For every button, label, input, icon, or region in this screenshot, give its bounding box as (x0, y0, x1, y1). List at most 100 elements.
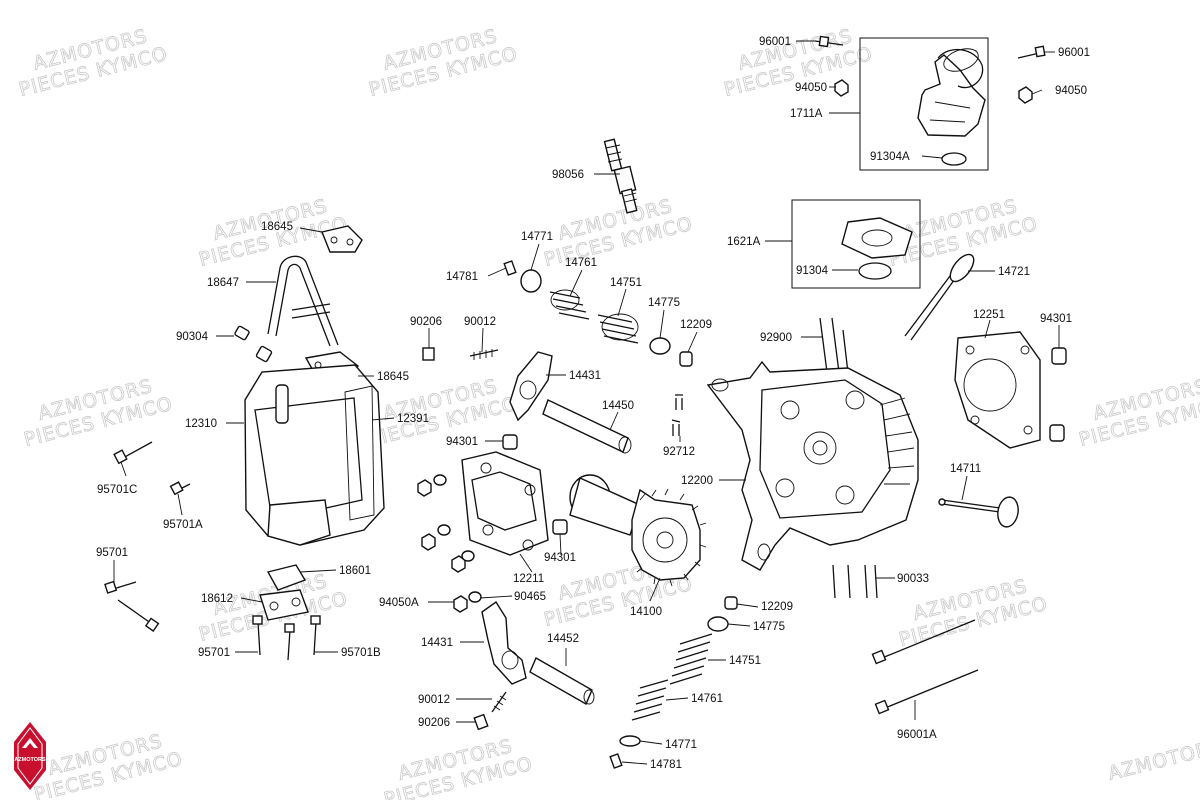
watermark: AZMOTORS PIECES KYMCO (31, 730, 185, 800)
dowel-pin-part (502, 434, 518, 450)
cylinder-head-part (706, 360, 919, 571)
part-label: 14761 (565, 257, 597, 269)
watermark: AZMOTORS PIECES KYMCO (16, 25, 170, 102)
part-label: 90465 (514, 591, 546, 603)
cap-part (234, 325, 250, 341)
nut-part (421, 533, 436, 551)
valve-retainer-part (520, 269, 542, 293)
head-cover-gasket-part (344, 385, 375, 521)
svg-text:AZMOTORS: AZMOTORS (1106, 735, 1200, 785)
bolt-part (169, 481, 191, 496)
part-label: 90033 (897, 573, 929, 585)
part-label: 92712 (663, 446, 695, 458)
part-label: 96001 (1058, 47, 1090, 59)
valve-cotter-part (609, 753, 623, 769)
part-label: 14711 (950, 463, 981, 475)
part-label: 12209 (680, 319, 712, 331)
part-label: 95701 (198, 647, 230, 659)
exhaust-valve-part (938, 496, 1019, 528)
intake-manifold-group-box (859, 37, 989, 171)
part-label: 96001A (897, 729, 937, 741)
valve-cotter-part (503, 260, 517, 276)
rocker-arm-part (509, 351, 553, 422)
part-label: 95701C (97, 484, 137, 496)
bolt-part (113, 441, 153, 465)
part-label: 18645 (377, 371, 409, 383)
part-label: 14761 (691, 693, 723, 705)
part-label: 14452 (547, 633, 579, 645)
spark-plug-part (603, 138, 638, 214)
azmotors-logo: AZMOTORS (14, 722, 46, 790)
part-label: 14431 (569, 370, 601, 382)
oring-gasket-part (941, 152, 967, 166)
part-label: 14775 (753, 621, 785, 633)
part-label: 90012 (418, 694, 450, 706)
valve-seal-part (724, 596, 738, 610)
part-label: 18645 (261, 221, 293, 233)
nut-part (417, 479, 432, 497)
part-label: 95701B (341, 647, 381, 659)
svg-text:AZMOTORS: AZMOTORS (14, 757, 46, 763)
part-label: 14751 (729, 655, 761, 667)
watermark: AZMOTORS (1105, 735, 1200, 785)
rocker-arm-part (481, 600, 527, 685)
part-label: 14771 (521, 231, 553, 243)
part-label: 94301 (446, 436, 478, 448)
part-label: 94050A (379, 597, 419, 609)
part-label: 90304 (176, 331, 209, 343)
stud-part (832, 564, 878, 599)
watermark: AZMOTORS PIECES KYMCO (21, 375, 175, 452)
nut-part (451, 555, 466, 573)
oil-pipe-gasket-part (321, 225, 363, 253)
oring-part (858, 262, 892, 280)
bolt-part (117, 599, 160, 632)
washer-part (433, 474, 447, 486)
intake-insulator-part (841, 217, 913, 259)
rocker-shaft-part (542, 399, 632, 454)
watermark: AZMOTORS PIECES KYMCO (541, 195, 695, 272)
part-label: 1621A (727, 236, 761, 248)
part-label: 98056 (552, 169, 584, 181)
intake-valve-part (904, 253, 975, 341)
valve-spring-part (631, 679, 669, 721)
washer-part (461, 550, 475, 562)
rocker-shaft-part (529, 657, 595, 705)
part-label: 14775 (648, 297, 680, 309)
long-bolt-part (874, 669, 979, 715)
part-label: 14721 (998, 266, 1030, 278)
part-label: 90206 (410, 316, 442, 328)
flange-bolt-part (814, 35, 844, 48)
nut-part (1018, 86, 1033, 104)
part-label: 94301 (544, 552, 576, 564)
part-label: 94050 (795, 82, 827, 94)
oil-pipe-part (267, 255, 339, 347)
washer-part (437, 524, 451, 536)
valve-retainer-part (619, 735, 641, 747)
part-label: 94301 (1040, 313, 1072, 325)
bolt-part (284, 623, 295, 661)
intake-insulator-group-box (791, 199, 921, 289)
part-label: 18601 (339, 565, 371, 577)
bush-part (255, 345, 273, 363)
part-label: 18647 (207, 277, 239, 289)
valve-seat-part (707, 616, 729, 632)
part-label: 91304 (796, 265, 829, 277)
part-label: 92900 (760, 332, 792, 344)
valve-seat-part (649, 337, 671, 355)
part-label: 14431 (421, 637, 453, 649)
watermark: AZMOTORS PIECES KYMCO (1076, 375, 1200, 452)
valve-seal-part (679, 351, 693, 367)
bolt-part (310, 615, 321, 656)
part-label: 12200 (681, 475, 713, 487)
part-label: 12391 (397, 413, 429, 425)
part-label: 12310 (185, 418, 217, 430)
camshaft-part (569, 474, 707, 587)
part-label: 91304A (870, 151, 910, 163)
dowel-pin-part (1049, 424, 1065, 442)
valve-spring-part (597, 313, 639, 344)
long-bolt-part (871, 619, 976, 665)
cam-holder-part (461, 451, 549, 556)
part-number-labels: 96001 96001 94050 94050 1711A 91304A 980… (96, 36, 1090, 771)
valve-spring-part (669, 633, 713, 685)
